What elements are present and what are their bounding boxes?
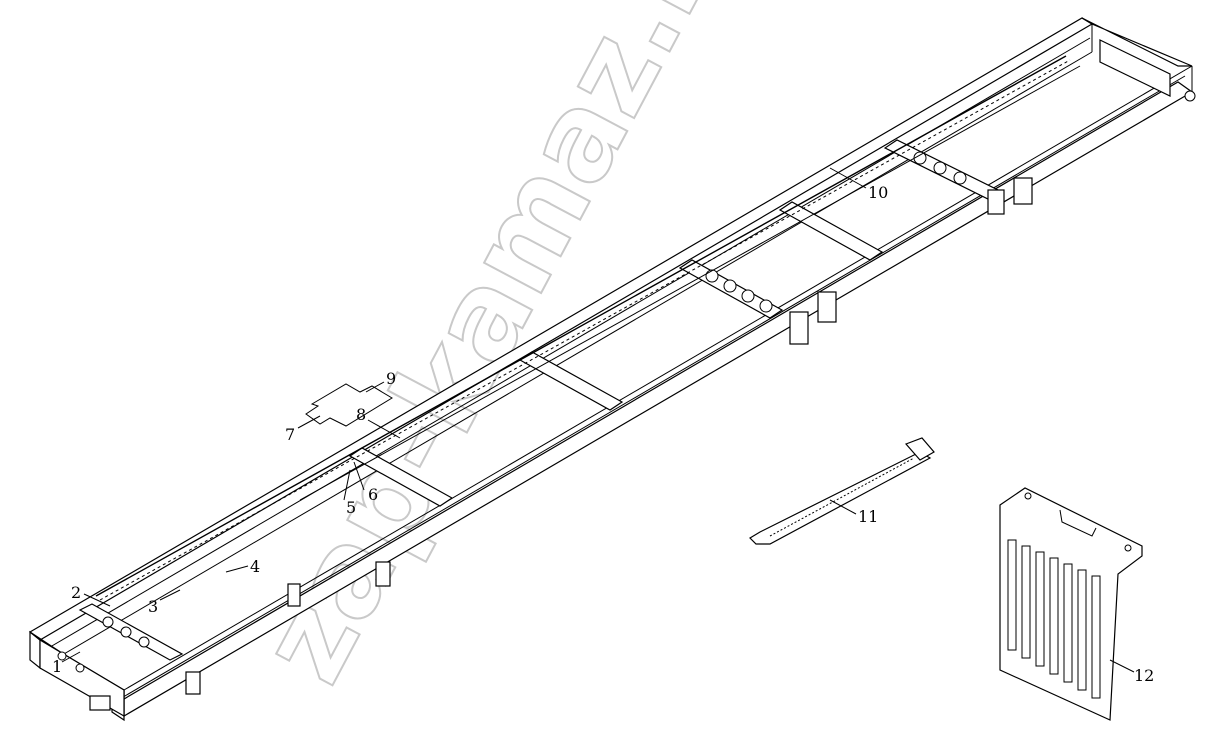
- callout-3: 3: [148, 589, 181, 616]
- callout-1: 1: [52, 651, 81, 676]
- callout-label-6: 6: [368, 485, 378, 504]
- callout-label-5: 5: [346, 498, 356, 517]
- callout-5: 5: [343, 469, 356, 517]
- callout-4: 4: [225, 557, 260, 576]
- callout-label-1: 1: [52, 657, 62, 676]
- chassis-frame: [28, 17, 1196, 722]
- callout-label-9: 9: [386, 369, 396, 388]
- front-cross-member: [29, 631, 125, 718]
- callout-label-11: 11: [858, 507, 878, 526]
- spring-brackets: [185, 177, 1033, 695]
- mounting-plate-9: [305, 383, 393, 427]
- callout-8: 8: [356, 405, 401, 439]
- callout-7: 7: [285, 415, 321, 444]
- callout-11: 11: [829, 499, 878, 526]
- callout-12: 12: [1109, 659, 1154, 685]
- cross-members: [78, 139, 1004, 661]
- rear-cross-member: [1081, 17, 1196, 102]
- callout-label-7: 7: [285, 425, 295, 444]
- callout-label-4: 4: [250, 557, 260, 576]
- callout-2: 2: [71, 583, 111, 607]
- wiring-harness: [95, 55, 1081, 601]
- callout-6: 6: [353, 461, 378, 504]
- callout-label-12: 12: [1134, 666, 1154, 685]
- mud-flap-part-12: [999, 487, 1143, 721]
- callout-10: 10: [829, 167, 888, 202]
- callout-label-3: 3: [148, 597, 158, 616]
- callout-label-8: 8: [356, 405, 366, 424]
- callouts: 1 2 3 4 5 6 7 8: [52, 167, 1154, 685]
- callout-9: 9: [365, 369, 396, 393]
- front-cross-member-holes: [102, 616, 150, 648]
- cable-tie-part-11: [749, 437, 935, 545]
- rear-cross-member-holes: [913, 151, 967, 185]
- mud-flap-slots: [1007, 539, 1101, 699]
- callout-label-10: 10: [868, 183, 888, 202]
- callout-label-2: 2: [71, 583, 81, 602]
